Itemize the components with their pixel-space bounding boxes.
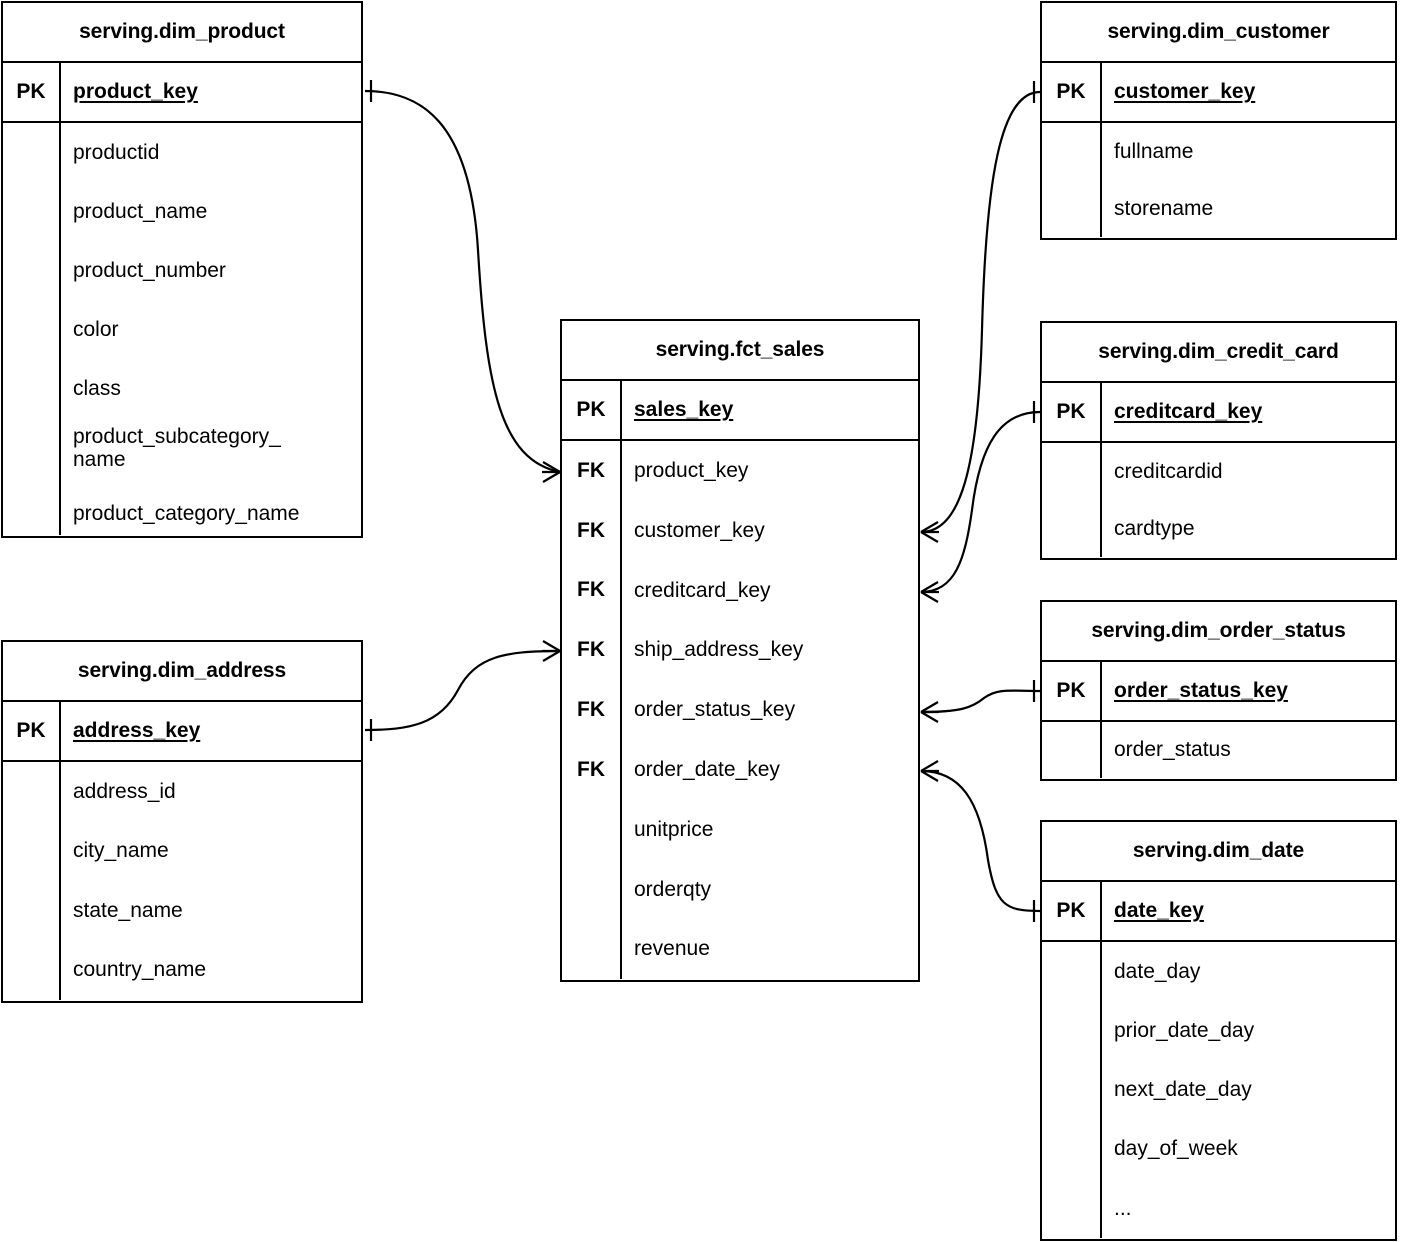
pk-tag-dim-product: PK	[16, 80, 46, 103]
column-row[interactable]: order_status_key	[634, 698, 796, 722]
fk-tag: FK	[577, 578, 605, 602]
attribute-row[interactable]: productid	[73, 140, 160, 164]
attribute-row[interactable]: product_number	[73, 259, 226, 283]
pk-tag-dim-order-status: PK	[1056, 679, 1086, 702]
column-row[interactable]: customer_key	[634, 518, 765, 542]
pk-tag-fct-sales: PK	[576, 398, 606, 421]
column-row[interactable]: creditcard_key	[634, 578, 771, 602]
attribute-row[interactable]: product_name	[73, 199, 208, 223]
crowsfoot-address-lower	[542, 650, 561, 662]
attribute-row[interactable]: order_status	[1114, 738, 1231, 762]
key-tag-empty	[562, 800, 620, 860]
attribute-row[interactable]: product_category_name	[73, 501, 300, 525]
entity-dim-customer[interactable]: serving.dim_customer PK customer_key ful…	[1040, 1, 1397, 240]
fk-tag: FK	[577, 698, 605, 722]
crowsfoot-customer-upper	[920, 521, 939, 533]
entity-title-dim-product: serving.dim_product	[3, 3, 361, 63]
attribute-row[interactable]: next_date_day	[1114, 1078, 1252, 1102]
column-row[interactable]: product_key	[634, 459, 749, 483]
relationship-orderstatus-to-sales	[920, 680, 1041, 723]
pk-column-fct-sales[interactable]: sales_key	[634, 398, 734, 421]
pk-column-dim-date[interactable]: date_key	[1114, 899, 1204, 922]
attribute-row[interactable]: date_day	[1114, 959, 1201, 983]
crowsfoot-customer-lower	[920, 531, 939, 543]
crowsfoot-date-upper	[920, 760, 939, 772]
entity-title-dim-address: serving.dim_address	[3, 642, 361, 702]
pk-column-dim-address[interactable]: address_key	[73, 719, 201, 742]
pk-tag-dim-address: PK	[16, 719, 46, 742]
attribute-row[interactable]: cardtype	[1114, 516, 1195, 540]
pk-column-dim-product[interactable]: product_key	[73, 80, 198, 103]
crowsfoot-product-lower	[542, 471, 561, 483]
column-row[interactable]: order_date_key	[634, 758, 780, 782]
fk-tag: FK	[577, 638, 605, 662]
column-row[interactable]: unitprice	[634, 817, 714, 841]
attribute-row[interactable]: country_name	[73, 958, 207, 982]
relationship-date-to-sales	[920, 760, 1041, 922]
attribute-row[interactable]: product_subcategory_ name	[73, 424, 281, 472]
crowsfoot-creditcard-lower	[920, 591, 939, 603]
entity-dim-date[interactable]: serving.dim_date PK date_key date_day pr…	[1040, 820, 1397, 1241]
attribute-row[interactable]: color	[73, 318, 119, 342]
entity-title-dim-date: serving.dim_date	[1042, 822, 1395, 882]
attribute-row[interactable]: prior_date_day	[1114, 1019, 1255, 1043]
key-tag-empty	[562, 919, 620, 979]
attribute-row[interactable]: state_name	[73, 898, 183, 922]
fk-tag: FK	[577, 757, 605, 781]
relationship-creditcard-to-sales	[920, 401, 1041, 603]
pk-tag-dim-customer: PK	[1056, 80, 1086, 103]
entity-dim-address[interactable]: serving.dim_address PK address_key addre…	[1, 640, 363, 1003]
key-tag-empty	[562, 859, 620, 919]
attribute-row[interactable]: address_id	[73, 779, 176, 803]
attribute-row[interactable]: day_of_week	[1114, 1137, 1238, 1161]
pk-column-dim-credit-card[interactable]: creditcard_key	[1114, 400, 1263, 423]
entity-fct-sales[interactable]: serving.fct_sales PK sales_key FK FK FK …	[560, 319, 920, 982]
relationship-customer-to-sales	[920, 81, 1041, 543]
crowsfoot-creditcard-upper	[920, 581, 939, 593]
crowsfoot-orderstatus-upper	[920, 701, 939, 713]
entity-title-dim-order-status: serving.dim_order_status	[1042, 602, 1395, 662]
crowsfoot-orderstatus-lower	[920, 711, 939, 723]
crowsfoot-product-upper	[542, 461, 561, 473]
column-row[interactable]: revenue	[634, 937, 710, 961]
relationship-address-to-sales	[364, 640, 561, 741]
entity-title-fct-sales: serving.fct_sales	[562, 321, 918, 381]
pk-tag-dim-credit-card: PK	[1056, 400, 1086, 423]
attribute-row[interactable]: storename	[1114, 196, 1214, 220]
pk-column-dim-order-status[interactable]: order_status_key	[1114, 679, 1288, 702]
attribute-row[interactable]: class	[73, 377, 121, 401]
fk-tag: FK	[577, 518, 605, 542]
entity-title-dim-customer: serving.dim_customer	[1042, 3, 1395, 63]
entity-title-dim-credit-card: serving.dim_credit_card	[1042, 323, 1395, 383]
pk-tag-dim-date: PK	[1056, 899, 1086, 922]
attribute-row[interactable]: fullname	[1114, 139, 1194, 163]
entity-dim-credit-card[interactable]: serving.dim_credit_card PK creditcard_ke…	[1040, 321, 1397, 560]
attribute-row[interactable]: city_name	[73, 839, 169, 863]
relationship-product-to-sales	[364, 80, 561, 483]
column-row[interactable]: orderqty	[634, 877, 712, 901]
entity-dim-order-status[interactable]: serving.dim_order_status PK order_status…	[1040, 600, 1397, 781]
entity-dim-product[interactable]: serving.dim_product PK product_key produ…	[1, 1, 363, 538]
pk-column-dim-customer[interactable]: customer_key	[1114, 80, 1256, 103]
crowsfoot-date-lower	[920, 770, 939, 782]
attribute-row[interactable]: creditcardid	[1114, 459, 1223, 483]
attribute-row-ellipsis[interactable]: ...	[1114, 1196, 1132, 1220]
crowsfoot-address-upper	[542, 640, 561, 652]
fk-tag: FK	[577, 458, 605, 482]
column-row[interactable]: ship_address_key	[634, 638, 804, 662]
